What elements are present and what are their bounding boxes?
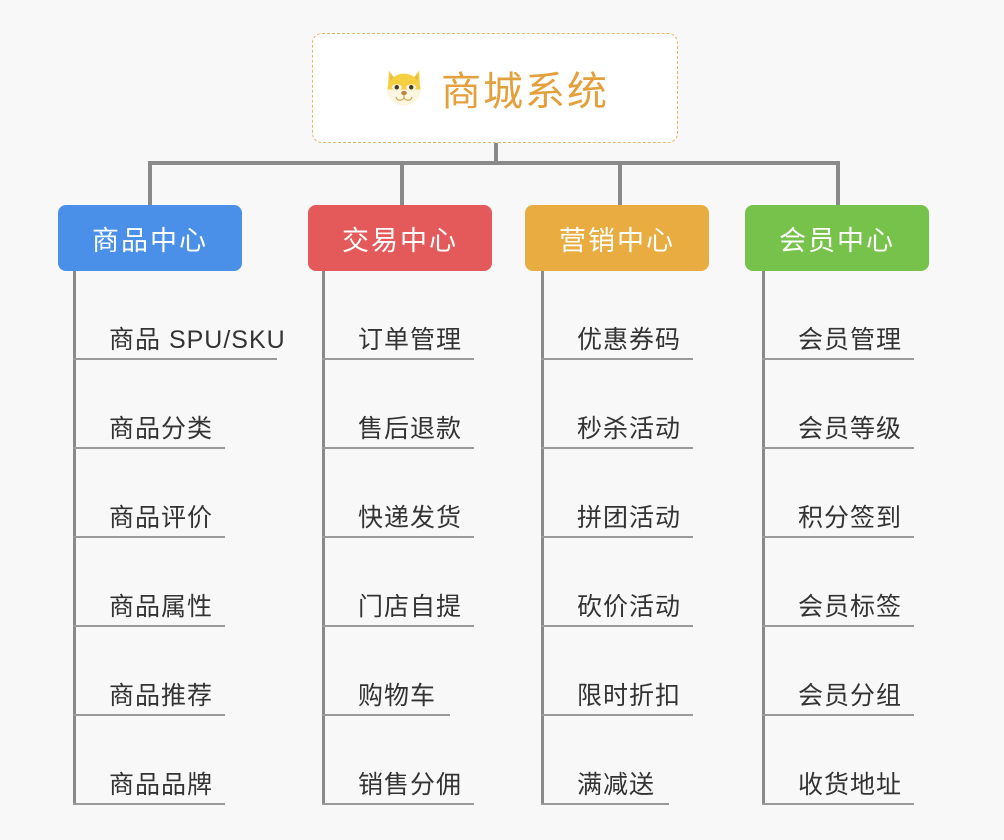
leaf-item[interactable]: 会员标签: [762, 538, 914, 627]
connector-drop-1: [148, 161, 152, 205]
connector-horizontal-bus: [148, 161, 840, 165]
leaf-item[interactable]: 售后退款: [322, 360, 474, 449]
leaf-spine: [73, 271, 76, 805]
connector-drop-2: [400, 161, 404, 205]
leaf-item[interactable]: 砍价活动: [541, 538, 693, 627]
connector-drop-3: [618, 161, 622, 205]
leaf-item[interactable]: 限时折扣: [541, 627, 693, 716]
leaf-item-label: 限时折扣: [577, 681, 682, 710]
leaf-item-label: 快递发货: [358, 503, 463, 532]
category-box-1[interactable]: 商品中心: [58, 205, 242, 271]
leaf-item[interactable]: 商品品牌: [73, 716, 225, 805]
leaf-item-label: 拼团活动: [577, 503, 682, 532]
leaf-item[interactable]: 会员管理: [762, 271, 914, 360]
leaf-item-label: 订单管理: [358, 325, 463, 354]
leaf-item-label: 商品属性: [109, 592, 214, 621]
leaf-item[interactable]: 会员分组: [762, 627, 914, 716]
leaf-item[interactable]: 订单管理: [322, 271, 474, 360]
leaf-item-label: 门店自提: [358, 592, 463, 621]
leaf-item[interactable]: 商品 SPU/SKU: [73, 271, 285, 360]
leaf-item-label: 会员等级: [798, 414, 903, 443]
leaf-item[interactable]: 积分签到: [762, 449, 914, 538]
shiba-dog-face-icon: [381, 65, 427, 111]
category-label: 营销中心: [559, 225, 675, 256]
leaf-item-label: 积分签到: [798, 503, 903, 532]
leaf-item-label: 砍价活动: [577, 592, 682, 621]
root-node[interactable]: 商城系统: [312, 33, 678, 143]
leaf-item-label: 购物车: [358, 681, 437, 710]
category-box-2[interactable]: 交易中心: [308, 205, 492, 271]
leaf-item[interactable]: 商品评价: [73, 449, 225, 538]
leaf-item[interactable]: 销售分佣: [322, 716, 474, 805]
leaf-item-label: 商品 SPU/SKU: [109, 325, 286, 354]
category-label: 交易中心: [342, 225, 458, 256]
leaf-item-label: 优惠券码: [577, 325, 682, 354]
leaf-item-label: 满减送: [577, 770, 656, 799]
leaf-item-label: 销售分佣: [358, 770, 463, 799]
leaf-spine: [322, 271, 325, 805]
leaf-item[interactable]: 秒杀活动: [541, 360, 693, 449]
leaf-item[interactable]: 购物车: [322, 627, 450, 716]
leaf-item[interactable]: 商品分类: [73, 360, 225, 449]
leaf-item[interactable]: 满减送: [541, 716, 669, 805]
leaf-item[interactable]: 拼团活动: [541, 449, 693, 538]
leaf-spine: [762, 271, 765, 805]
leaf-item[interactable]: 收货地址: [762, 716, 914, 805]
leaf-item[interactable]: 优惠券码: [541, 271, 693, 360]
leaf-item[interactable]: 商品推荐: [73, 627, 225, 716]
leaf-item-label: 会员分组: [798, 681, 903, 710]
leaf-item-label: 秒杀活动: [577, 414, 682, 443]
leaf-item-label: 商品评价: [109, 503, 214, 532]
category-box-4[interactable]: 会员中心: [745, 205, 929, 271]
category-label: 会员中心: [779, 225, 895, 256]
leaf-item-label: 收货地址: [798, 770, 903, 799]
leaf-item-label: 会员标签: [798, 592, 903, 621]
leaf-item-label: 商品分类: [109, 414, 214, 443]
category-label: 商品中心: [92, 225, 208, 256]
leaf-item[interactable]: 快递发货: [322, 449, 474, 538]
root-title: 商城系统: [441, 70, 609, 114]
leaf-item-label: 会员管理: [798, 325, 903, 354]
leaf-spine: [541, 271, 544, 805]
connector-drop-4: [836, 161, 840, 205]
leaf-item-label: 商品品牌: [109, 770, 214, 799]
leaf-item[interactable]: 商品属性: [73, 538, 225, 627]
category-box-3[interactable]: 营销中心: [525, 205, 709, 271]
leaf-item-label: 商品推荐: [109, 681, 214, 710]
leaf-item-label: 售后退款: [358, 414, 463, 443]
connector-root-stub: [494, 143, 498, 164]
leaf-item[interactable]: 门店自提: [322, 538, 474, 627]
leaf-item[interactable]: 会员等级: [762, 360, 914, 449]
